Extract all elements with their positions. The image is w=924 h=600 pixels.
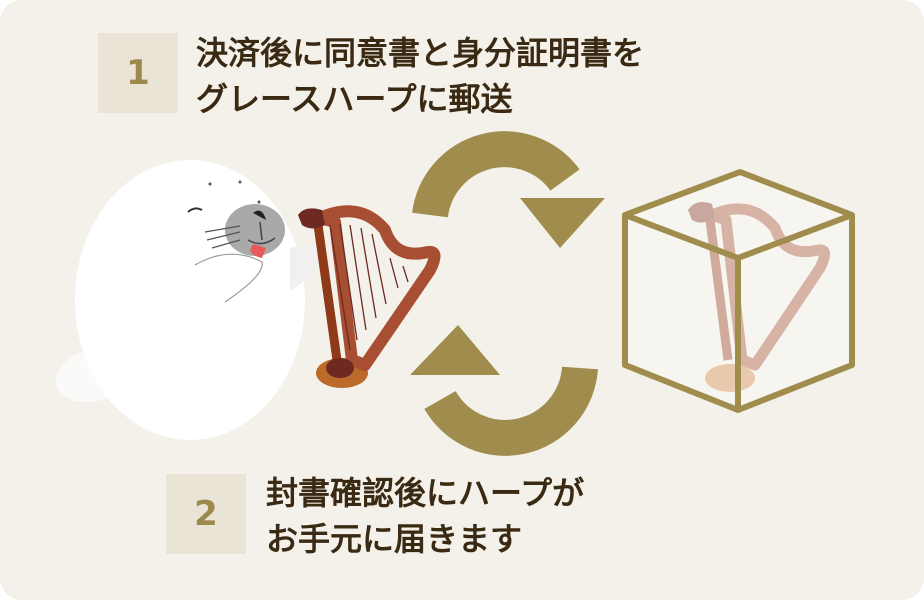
step-1-text: 決済後に同意書と身分証明書を グレースハープに郵送: [196, 30, 644, 122]
step-2-line-2: お手元に届きます: [266, 520, 523, 558]
step-1-line-2: グレースハープに郵送: [196, 80, 513, 118]
step-2-badge: 2: [166, 474, 246, 554]
step-2-line-1: 封書確認後にハープが: [266, 474, 585, 512]
harp-icon: [298, 205, 441, 388]
step-1-line-1: 決済後に同意書と身分証明書を: [196, 34, 645, 72]
boxed-harp-icon: [622, 169, 855, 413]
seal-illustration: [55, 160, 319, 440]
step-2-text: 封書確認後にハープが お手元に届きます: [266, 470, 584, 562]
cycle-arrows-icon: [412, 131, 598, 456]
step-1-badge: 1: [98, 33, 178, 113]
